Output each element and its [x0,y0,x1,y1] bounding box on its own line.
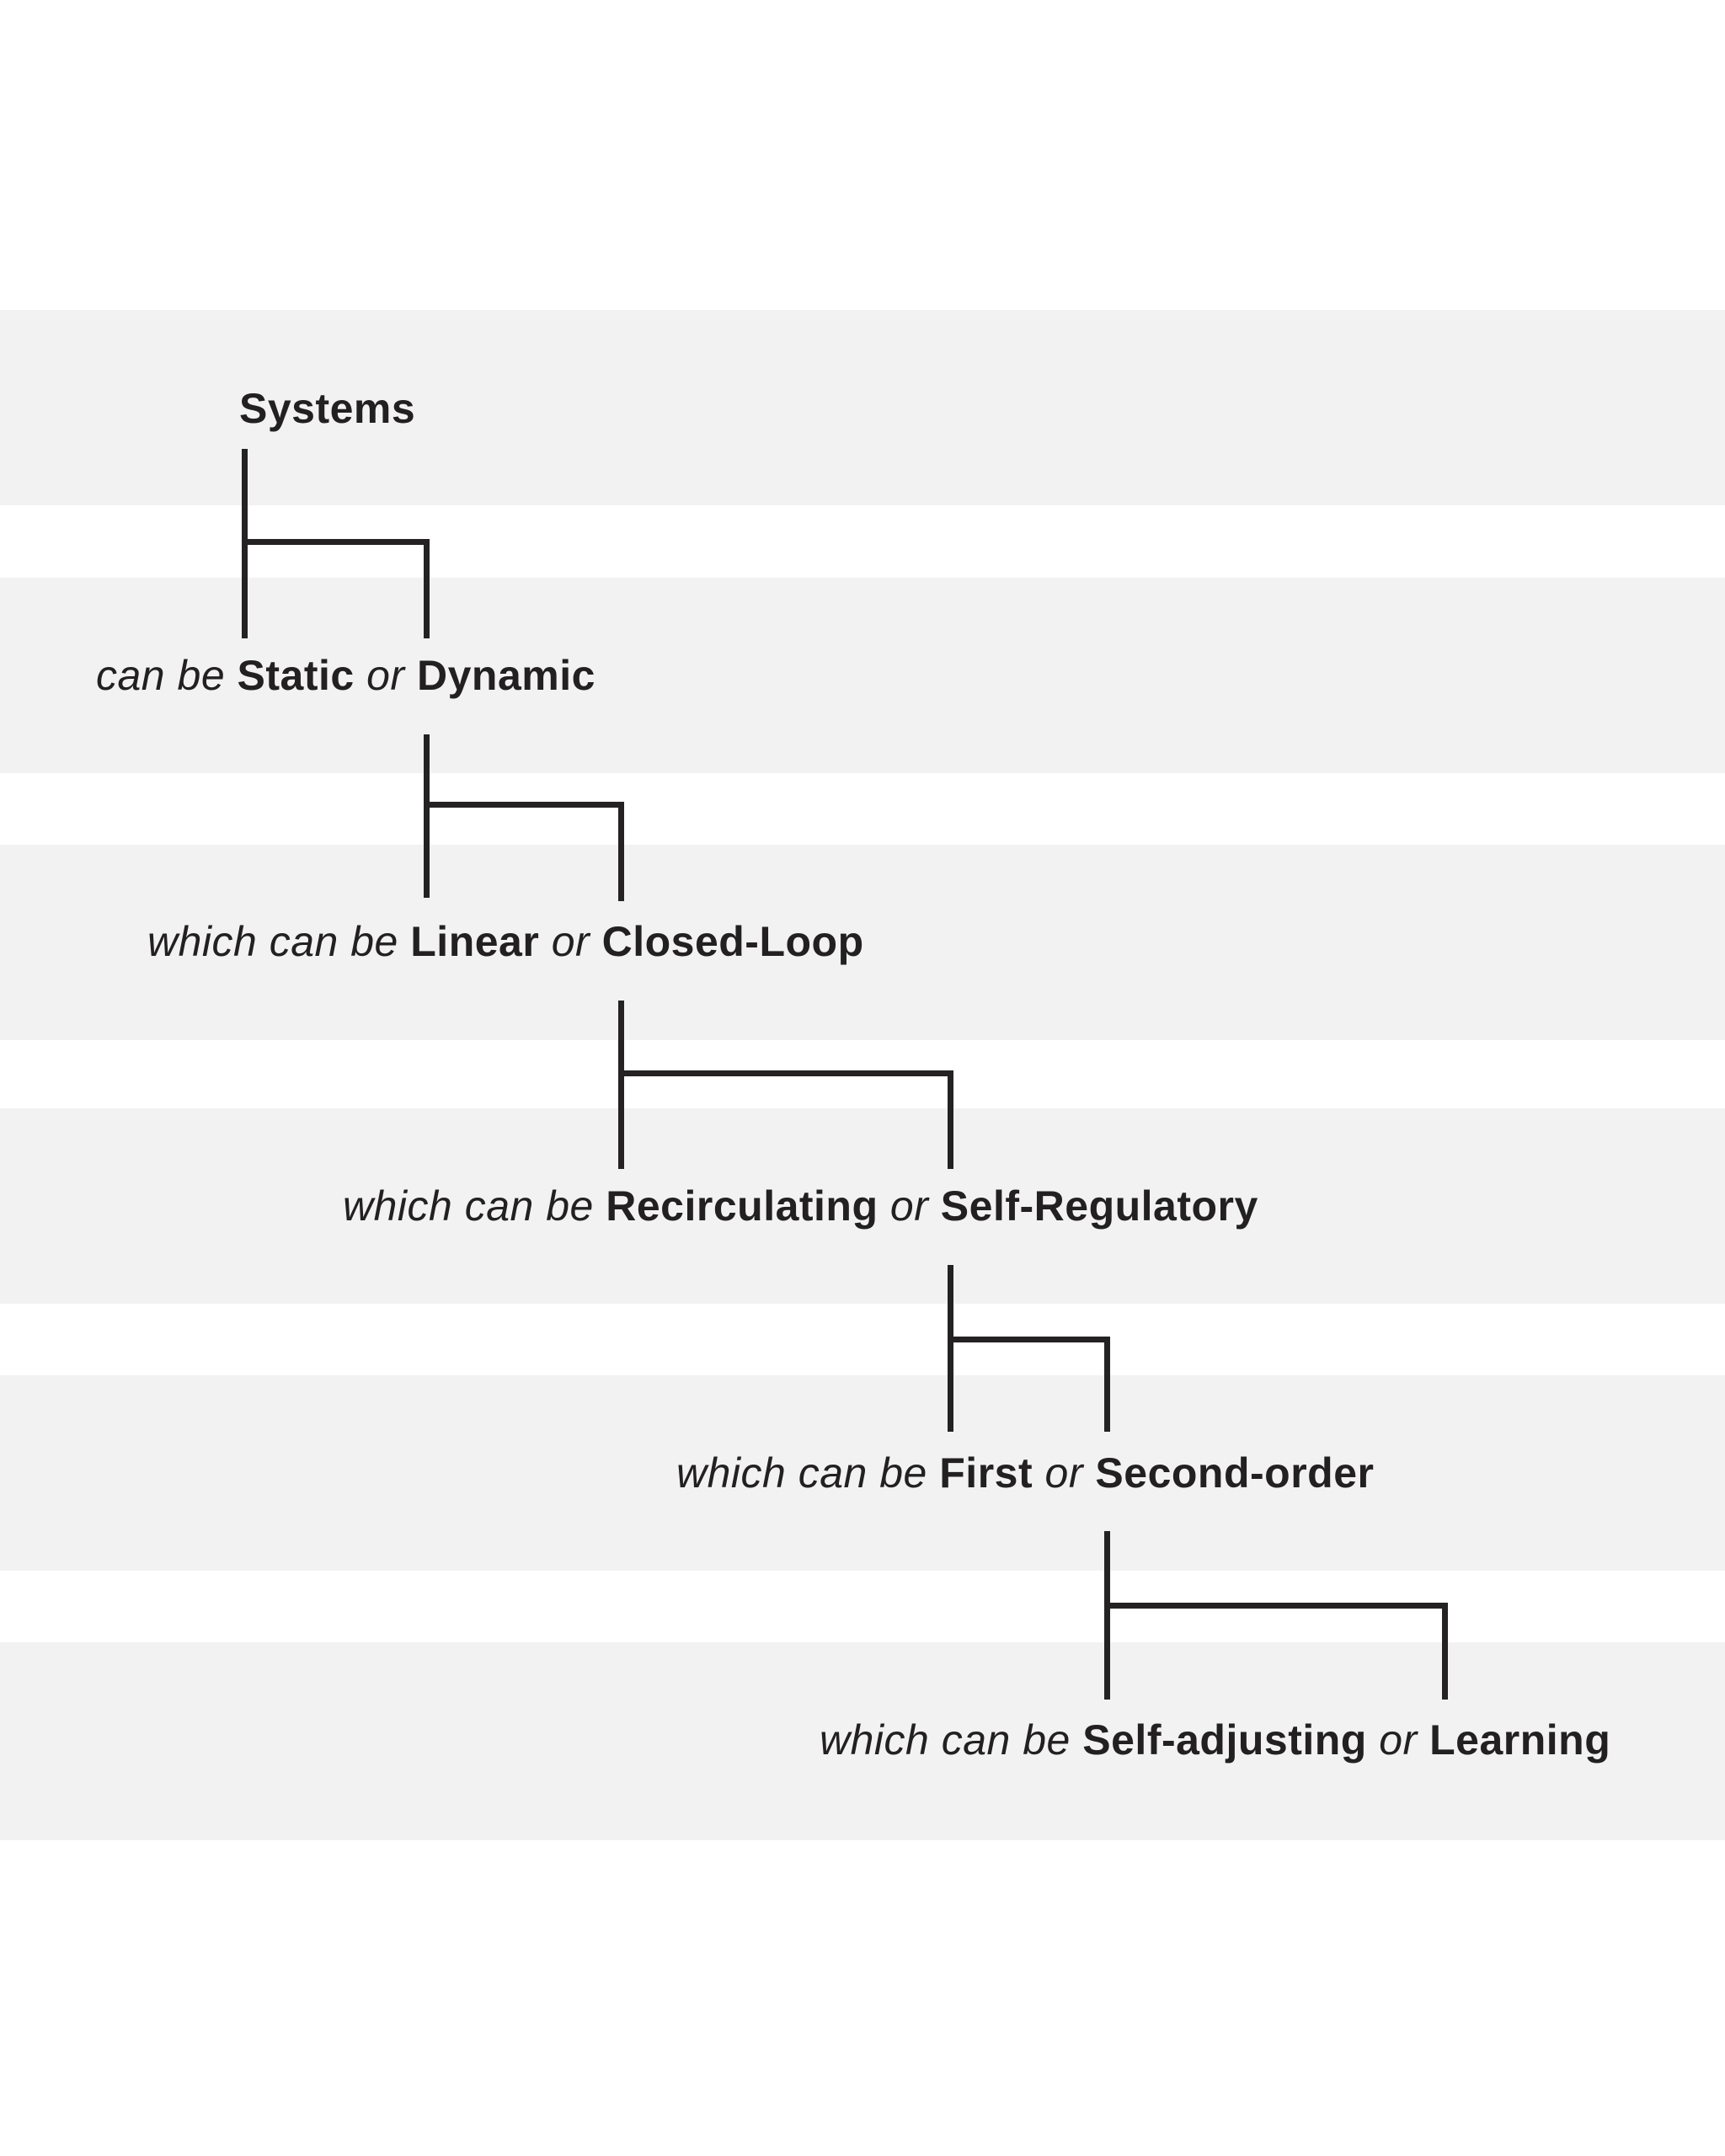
background-band-1 [0,310,1725,505]
level-2-option-b: Closed-Loop [601,918,864,965]
background-band-2 [0,578,1725,773]
connector-level4-horizontal [948,1337,1110,1342]
connector-to-learning-vertical [1442,1603,1448,1700]
connector-level2-horizontal [424,802,624,808]
tree-level-5-text: which can be Self-adjusting or Learning [820,1719,1610,1761]
connector-level5-horizontal [1104,1603,1448,1609]
connector-to-self-regulatory-vertical [948,1070,953,1169]
level-5-option-a: Self-adjusting [1082,1716,1367,1764]
tree-level-1-text: can be Static or Dynamic [96,654,595,696]
level-3-conjunction: or [889,1182,929,1230]
connector-second-order-to-self-adjusting-vertical [1104,1531,1110,1700]
level-1-option-b: Dynamic [416,652,595,699]
connector-dynamic-to-linear-vertical [424,734,430,898]
level-4-option-a: First [939,1449,1033,1497]
connector-level3-horizontal [618,1070,953,1076]
level-4-prefix: which can be [676,1449,927,1497]
level-5-option-b: Learning [1429,1716,1611,1764]
background-band-4 [0,1108,1725,1304]
connector-to-second-order-vertical [1104,1337,1110,1432]
level-5-prefix: which can be [820,1716,1071,1764]
tree-level-3-text: which can be Recirculating or Self-Regul… [343,1185,1258,1227]
level-5-conjunction: or [1379,1716,1418,1764]
tree-level-4-text: which can be First or Second-order [676,1452,1374,1494]
level-3-option-a: Recirculating [606,1182,879,1230]
tree-root-label: Systems [239,387,415,430]
background-band-6 [0,1642,1725,1840]
level-3-option-b: Self-Regulatory [940,1182,1258,1230]
connector-to-closed-loop-vertical [618,802,624,901]
level-3-prefix: which can be [343,1182,594,1230]
connector-to-dynamic-vertical [424,539,430,638]
level-4-option-b: Second-order [1095,1449,1375,1497]
level-1-conjunction: or [366,652,405,699]
level-4-conjunction: or [1044,1449,1083,1497]
connector-closed-loop-to-recirculating-vertical [618,1001,624,1169]
level-1-option-a: Static [237,652,355,699]
background-band-5 [0,1375,1725,1571]
connector-self-regulatory-to-first-vertical [948,1265,953,1432]
level-2-option-a: Linear [410,918,540,965]
connector-level1-horizontal [242,539,430,545]
level-1-prefix: can be [96,652,226,699]
root-systems-label: Systems [239,385,416,432]
background-band-3 [0,845,1725,1040]
level-2-prefix: which can be [147,918,398,965]
level-2-conjunction: or [551,918,590,965]
tree-level-2-text: which can be Linear or Closed-Loop [147,921,864,963]
